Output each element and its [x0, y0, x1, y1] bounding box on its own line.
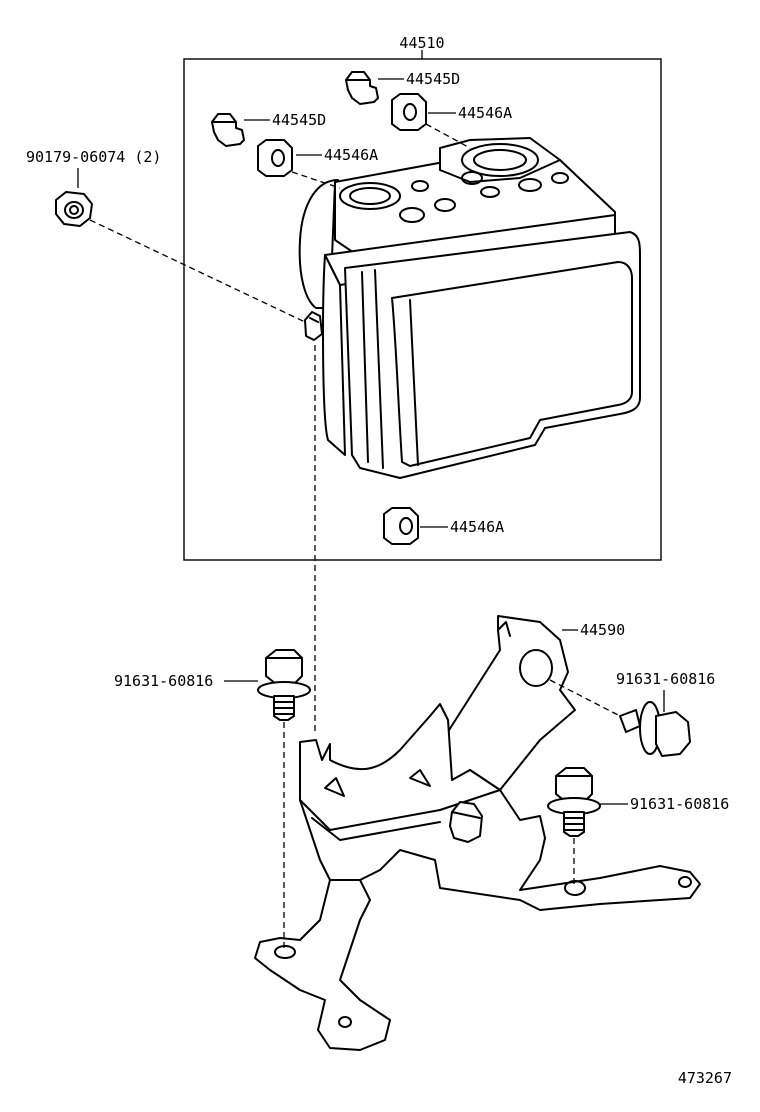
bolt-91631-lower: 91631-60816 — [547, 767, 729, 884]
bolt-44545d-top: 44545D — [345, 70, 460, 105]
label-cushion-bottom: 44546A — [450, 518, 504, 536]
actuator-body — [298, 137, 641, 479]
label-bolt-bracket-lower: 91631-60816 — [630, 795, 729, 813]
label-bracket: 44590 — [580, 621, 625, 639]
label-cushion-left: 44546A — [324, 146, 378, 164]
nut-90179-06074: 90179-06074 (2) — [26, 148, 306, 323]
bolt-44545d-left: 44545D — [211, 111, 326, 147]
cushion-44546a-left: 44546A — [257, 139, 378, 189]
label-assembly: 44510 — [399, 34, 444, 52]
label-bolt-left: 44545D — [272, 111, 326, 129]
cushion-44546a-top: 44546A — [391, 93, 512, 149]
bracket-44590: 44590 — [254, 615, 701, 1051]
cushion-44546a-bottom: 44546A — [383, 507, 504, 545]
bolt-91631-left: 91631-60816 — [114, 649, 311, 948]
diagram-id: 473267 — [678, 1069, 732, 1087]
bolt-91631-right: 91631-60816 — [549, 670, 715, 757]
label-bolt-bracket-left: 91631-60816 — [114, 672, 213, 690]
label-nut: 90179-06074 (2) — [26, 148, 161, 166]
label-cushion-top: 44546A — [458, 104, 512, 122]
assembly-frame: 44510 — [183, 34, 662, 561]
label-bolt-bracket-right: 91631-60816 — [616, 670, 715, 688]
label-bolt-top: 44545D — [406, 70, 460, 88]
